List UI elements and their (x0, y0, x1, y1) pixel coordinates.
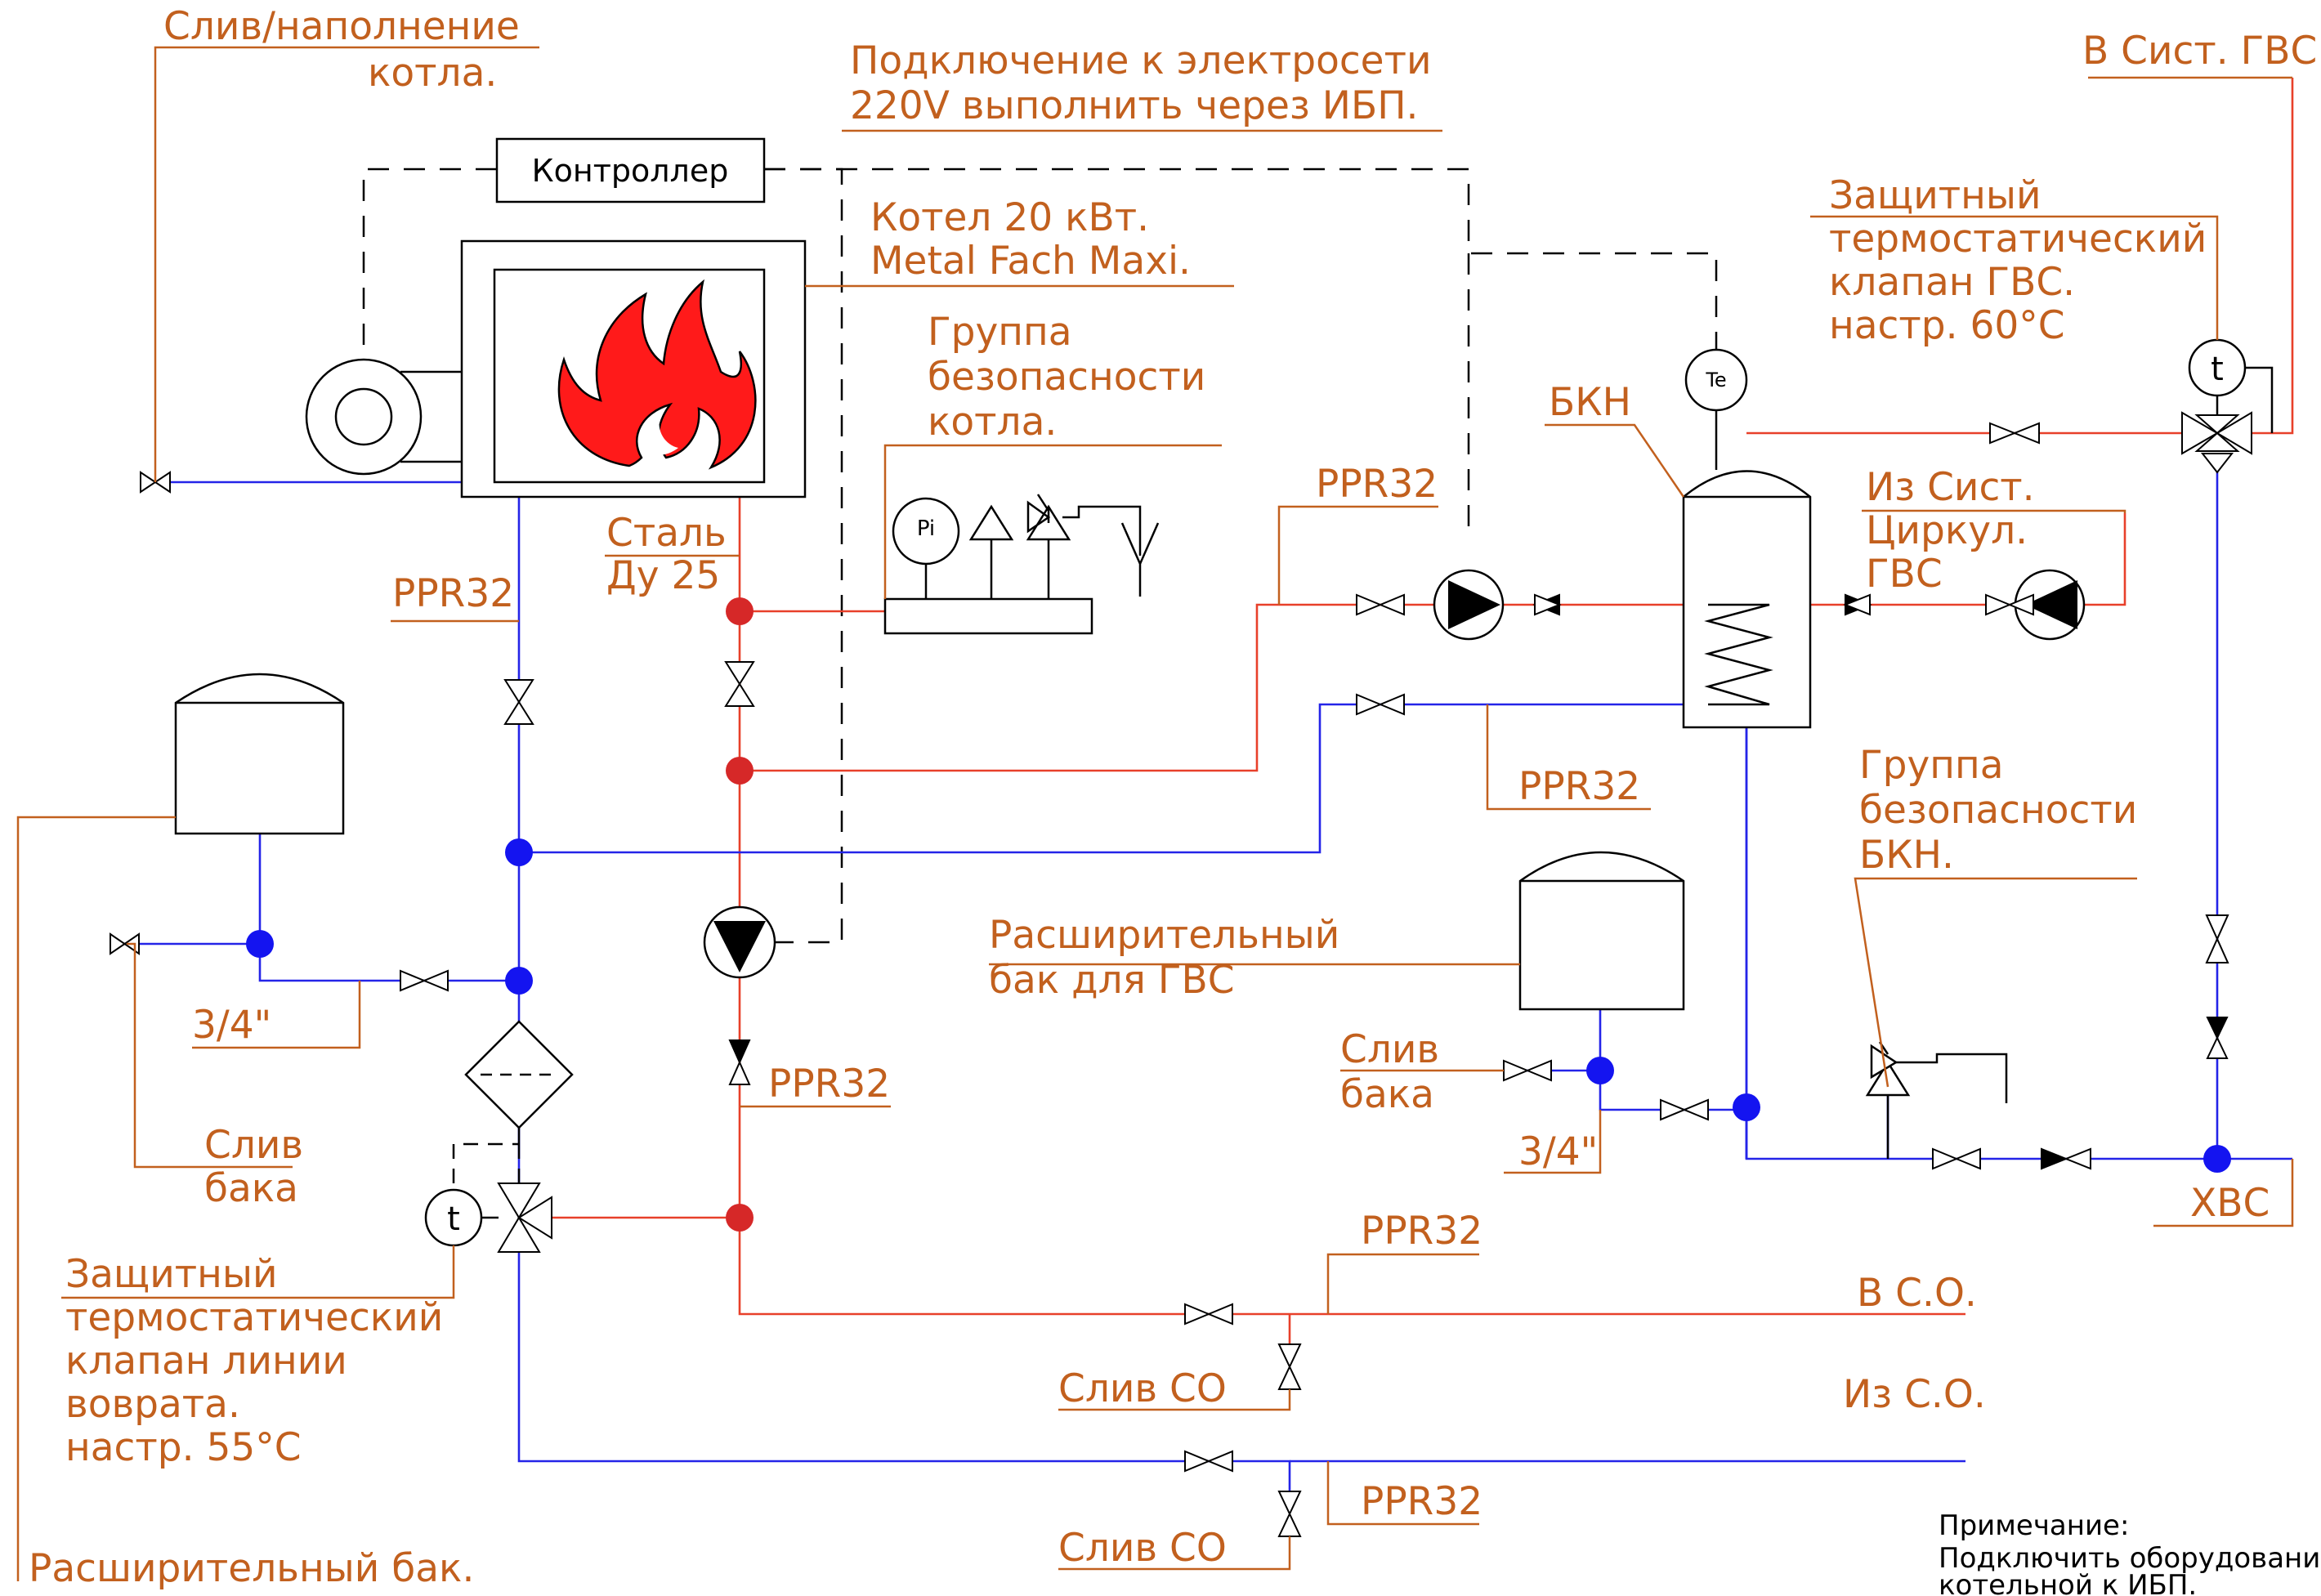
note-line-1: Подключить оборудование (1939, 1542, 2321, 1575)
safety-group-boiler-label-1: Группа (928, 310, 1072, 355)
pumps (703, 569, 2086, 979)
coil-icon (1704, 603, 1773, 706)
drain-tank-right-label-2: бака (1340, 1072, 1434, 1117)
thermo-valve-dhw-label-2: термостатический (1829, 217, 2207, 262)
exp-tank-dhw-label-1: Расширительный (989, 913, 1339, 958)
exp-tank-dhw-label-2: бак для ГВС (989, 958, 1235, 1003)
pump-dhw-load (1433, 569, 1505, 641)
cold-water-label: ХВС (2190, 1181, 2270, 1226)
svg-text:t: t (447, 1200, 460, 1238)
bkn-label: БКН (1549, 380, 1631, 425)
drain-co-label-2: Слив СО (1058, 1526, 1227, 1571)
thermo-valve-return-label-4: воврата. (65, 1382, 240, 1427)
ppr-return-co-label: PPR32 (1361, 1479, 1482, 1524)
drain-fill-boiler-label-1: Слив/наполнение (163, 4, 520, 49)
boiler-safety-group: Pi (883, 494, 1160, 635)
pi-label: Pi (917, 516, 935, 541)
thermo-valve-dhw-label-3: клапан ГВС. (1829, 260, 2075, 305)
drain-tank-left-label-1: Слив (204, 1123, 303, 1168)
note-line-2: котельной к ИБП. (1939, 1569, 2197, 1596)
safety-group-bkn-label-3: БКН. (1859, 833, 1954, 878)
boiler (305, 239, 807, 498)
exp-tank-main-label: Расширительный бак. (29, 1546, 474, 1591)
ppr-left-label: PPR32 (392, 571, 514, 616)
to-co-label: В С.О. (1857, 1271, 1977, 1316)
ppr-pump-main-label: PPR32 (768, 1062, 890, 1106)
safety-group-bkn-label-2: безопасности (1859, 788, 2137, 833)
thermo-valve-dhw-label-4: настр. 60°С (1829, 303, 2065, 348)
labels: Слив/наполнение котла. Подключение к эле… (29, 4, 2321, 1596)
pump-boiler (703, 905, 776, 979)
thermo-valve-return-label-3: клапан линии (65, 1339, 347, 1384)
dhw-circ-label-1: Из Сист. (1866, 465, 2035, 510)
thermo-valve-return-label-1: Защитный (65, 1252, 278, 1297)
thermostatic-valve-dhw: t (2181, 338, 2274, 474)
power-note-line-2: 220V выполнить через ИБП. (850, 83, 1418, 128)
ppr-supply-co-label: PPR32 (1361, 1209, 1482, 1254)
ppr-pump-dhw-label: PPR32 (1316, 462, 1438, 507)
safety-group-boiler-label-3: котла. (928, 400, 1057, 445)
bkn-safety-group (1865, 1041, 2008, 1159)
steel-label-2: Ду 25 (606, 553, 720, 598)
safety-group-boiler-label-2: безопасности (928, 355, 1205, 400)
size-right-label: 3/4" (1518, 1129, 1598, 1174)
dhw-circ-label-3: ГВС (1866, 552, 1943, 597)
pressure-gauge-icon (892, 497, 960, 566)
expansion-tanks (174, 673, 1685, 1011)
dhw-circ-label-2: Циркул. (1866, 508, 2028, 553)
safety-group-bkn-label-1: Группа (1859, 743, 2004, 788)
tee-junctions (246, 597, 2231, 1232)
controller-label: Контроллер (532, 153, 729, 189)
steel-label-1: Сталь (606, 511, 727, 556)
to-dhw-label: В Сист. ГВС (2082, 29, 2317, 74)
gate-valves (110, 422, 2229, 1537)
te-label: Te (1705, 369, 1726, 391)
filter (464, 1020, 574, 1148)
note-title: Примечание: (1939, 1509, 2129, 1542)
drain-fill-boiler-label-2: котла. (368, 51, 497, 96)
svg-text:t: t (2211, 351, 2224, 388)
ppr-return-bkn-label: PPR32 (1518, 764, 1640, 809)
thermostatic-valve-return: t (424, 1142, 552, 1253)
from-co-label: Из С.О. (1843, 1372, 1986, 1417)
controller: Контроллер (495, 137, 766, 203)
check-valves (728, 593, 2229, 1170)
boiler-label-1: Котел 20 кВт. (870, 195, 1149, 240)
boiler-label-2: Metal Fach Maxi. (870, 239, 1191, 284)
drain-tank-right-label-1: Слив (1340, 1027, 1439, 1072)
drain-tank-left-label-2: бака (204, 1166, 298, 1211)
size-left-label: 3/4" (192, 1003, 271, 1048)
air-vent-icon (968, 504, 1014, 541)
control-wiring (362, 168, 1718, 944)
power-note-line-1: Подключение к электросети (850, 38, 1432, 83)
thermo-valve-return-label-2: термостатический (65, 1295, 443, 1340)
drain-co-label-1: Слив СО (1058, 1366, 1227, 1411)
bkn-tank: Te (1682, 348, 1812, 729)
thermo-valve-return-label-5: настр. 55°С (65, 1425, 302, 1470)
leaders (16, 46, 2294, 1581)
thermo-valve-dhw-label-1: Защитный (1829, 173, 2041, 218)
